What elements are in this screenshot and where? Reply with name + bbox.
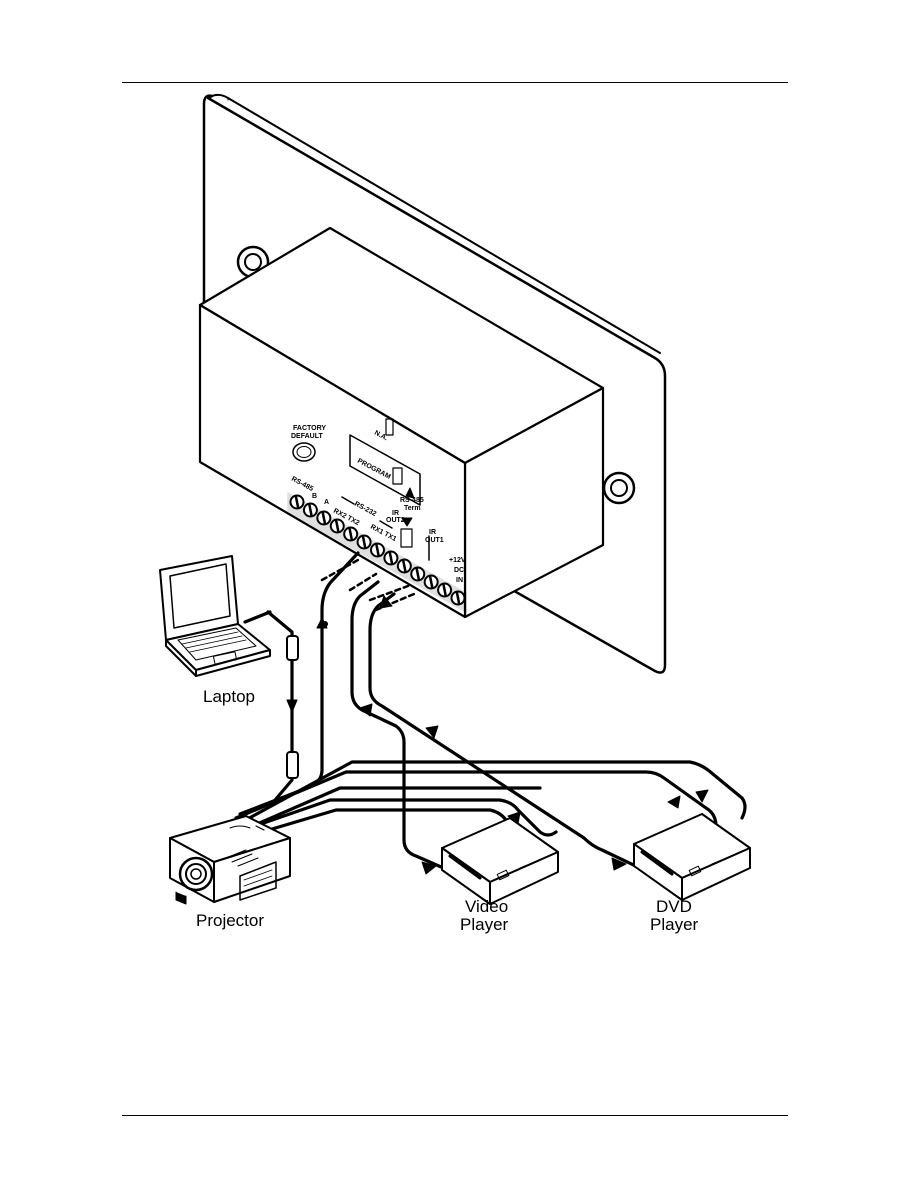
terminal-screw-slot: [402, 559, 407, 573]
program-arrow-icon: [405, 487, 415, 499]
laptop-cable-plug: [243, 610, 272, 624]
ir-out2-label-1: IR: [392, 510, 399, 517]
terminal-screw-slot: [415, 567, 420, 581]
factory-label-1: FACTORY: [293, 425, 326, 432]
projector-label: Projector: [196, 911, 264, 930]
arrow-icon: [359, 703, 373, 717]
dvd-player-label-2: Player: [650, 915, 699, 934]
terminal-screw-slot: [375, 543, 380, 557]
video-player-label-1: Video: [465, 897, 508, 916]
arrow-icon: [425, 725, 439, 739]
ir-out1-label-1: IR: [429, 529, 436, 536]
projector-cable-3: [246, 786, 542, 830]
terminal-screw-slot: [335, 519, 340, 533]
a-label: A: [324, 499, 329, 506]
footer-rule: [122, 1115, 788, 1116]
dvd-player-label-1: DVD: [656, 897, 692, 916]
terminal-block: [289, 494, 466, 606]
ir-out1-cable: [368, 592, 642, 870]
ir-out2-label-2: OUT2: [386, 517, 405, 524]
arrow-up-icon: [316, 617, 328, 629]
projector-dvd-cable-1: [234, 770, 718, 828]
factory-label-2: DEFAULT: [291, 433, 323, 440]
terminal-screw-slot: [442, 583, 447, 597]
term-label-1: RS-485: [400, 497, 424, 504]
projector-illustration: [169, 815, 291, 905]
terminal-screw-slot: [455, 591, 461, 605]
rs485-term-switch: [400, 528, 413, 548]
terminal-screw-slot: [321, 511, 327, 525]
dc-label-2: DC: [454, 567, 464, 574]
dvd-player-illustration: [633, 813, 751, 901]
terminal-screw-slot: [308, 503, 313, 517]
mounting-hole-right: [602, 471, 636, 505]
laptop-illustration: [159, 555, 271, 677]
projector-video-cable-1: [253, 798, 558, 837]
na-switch: [385, 418, 394, 436]
b-label: B: [312, 493, 317, 500]
video-player-label-2: Player: [460, 915, 509, 934]
projector-dvd-cable-2: [240, 760, 747, 824]
arrow-icon: [667, 795, 681, 809]
arrow-icon: [421, 861, 437, 875]
ferrite-bead-top: [286, 635, 299, 661]
terminal-screw-slot: [348, 527, 353, 541]
terminal-screw-slot: [361, 535, 367, 549]
ferrite-bead-bottom: [286, 751, 299, 779]
term-arrow-icon: [401, 517, 413, 527]
laptop-label: Laptop: [203, 687, 255, 706]
dc-label-3: IN: [456, 577, 463, 584]
video-player-illustration: [441, 817, 559, 905]
arrow-down-icon: [286, 699, 298, 713]
program-window: [349, 434, 421, 506]
header-rule: [122, 82, 788, 83]
term-label-2: Term: [404, 505, 421, 512]
ir-out2-cable: [350, 580, 450, 872]
terminal-screw-slot: [428, 575, 434, 589]
signal-arrows: [286, 595, 709, 875]
arrow-icon: [695, 789, 709, 803]
arrow-icon: [379, 595, 393, 609]
terminal-screw-slot: [294, 495, 300, 509]
device-labels: Laptop Projector Video Player DVD Player: [196, 687, 699, 934]
arrow-icon: [611, 857, 627, 871]
dc-label-1: +12V: [449, 557, 466, 564]
factory-default-button: [292, 442, 316, 462]
control-box: [198, 226, 605, 619]
ir-out1-label-2: OUT1: [425, 537, 444, 544]
terminal-screw-slot: [388, 551, 394, 565]
